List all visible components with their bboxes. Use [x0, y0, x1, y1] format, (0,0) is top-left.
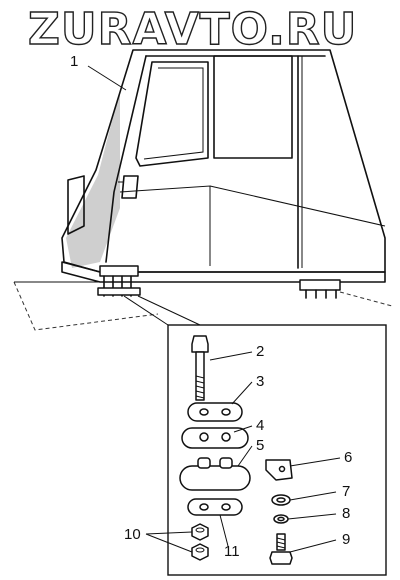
frame-dashed-outline: [13, 281, 393, 331]
part-3-upper-plate: [187, 402, 243, 422]
callout-3: 3: [256, 373, 264, 390]
callout-10: 10: [124, 526, 141, 543]
short-bolt-head: [269, 551, 293, 565]
lower-plate-hole-left: [199, 503, 209, 511]
part-5-lower-cushion: [179, 457, 251, 491]
leader-2: [209, 351, 253, 361]
nut-upper-bore: [195, 527, 205, 533]
front-mount-block: [99, 265, 139, 277]
lock-washer-hole: [277, 516, 285, 522]
lower-plate-body: [187, 498, 243, 516]
leader-5: [237, 445, 253, 467]
lower-cushion-stud-left: [197, 457, 211, 469]
part-4-upper-cushion: [181, 427, 249, 449]
cab-door-window-inner: [143, 67, 204, 160]
upper-plate-hole-right: [221, 408, 231, 416]
clip-hole: [278, 465, 286, 473]
leader-9: [289, 539, 337, 553]
upper-plate-hole-left: [199, 408, 209, 416]
cab-mount-front: [97, 265, 141, 297]
callout-11: 11: [224, 543, 240, 560]
front-mount-pad: [97, 287, 141, 296]
callout-4: 4: [256, 417, 264, 434]
leader-4: [233, 425, 253, 433]
leader-7: [289, 491, 337, 501]
cab-side-shading: [66, 90, 120, 268]
lower-plate-hole-right: [221, 503, 231, 511]
bolt-thread: [195, 375, 205, 399]
callout-6: 6: [344, 449, 352, 466]
leader-3: [231, 381, 253, 405]
callout-7: 7: [342, 483, 350, 500]
upper-plate-body: [187, 402, 243, 422]
leader-8: [287, 513, 337, 520]
callout-8: 8: [342, 505, 350, 522]
rear-mount-block: [299, 279, 341, 291]
detail-leader: [123, 295, 201, 326]
cab-mount-rear: [299, 279, 341, 299]
callout-labels: 1 2 3 4 5 6 7 8 9 10 11: [70, 53, 352, 560]
part-6-clip: [265, 459, 293, 481]
upper-cushion-hole-left: [199, 432, 209, 442]
cab: [61, 49, 386, 283]
part-2-bolt: [191, 335, 209, 401]
leader-1: [87, 65, 127, 91]
callout-1: 1: [70, 53, 78, 70]
part-8-lock-washer: [273, 514, 289, 524]
front-mount-bolts: [103, 275, 132, 297]
upper-cushion-hole-right: [221, 432, 231, 442]
part-7-washer: [271, 494, 291, 506]
part-10-nuts: [191, 523, 209, 561]
cab-front-pillar: [105, 55, 147, 263]
callout-9: 9: [342, 531, 350, 548]
callout-2: 2: [256, 343, 264, 360]
cab-rear-window: [213, 55, 293, 159]
leader-10: [145, 531, 193, 553]
lower-cushion-stud-right: [219, 457, 233, 469]
leader-6: [289, 457, 341, 467]
short-bolt-thread: [276, 537, 286, 549]
cab-front-box: [67, 175, 85, 235]
leader-lines: [87, 65, 341, 553]
watermark-text: ZURAVTO.RU: [28, 4, 357, 55]
callout-5: 5: [256, 437, 264, 454]
washer-hole: [276, 497, 286, 503]
leader-11: [219, 514, 229, 547]
bolt-head: [191, 335, 209, 353]
upper-cushion-body: [181, 427, 249, 449]
rear-mount-bolts: [305, 289, 337, 299]
nut-lower-bore: [195, 547, 205, 553]
lower-cushion-body: [179, 465, 251, 491]
cab-door-window: [135, 61, 209, 167]
cab-waist-line: [209, 185, 386, 227]
part-11-lower-plate: [187, 498, 243, 516]
door-handle: [121, 175, 139, 199]
